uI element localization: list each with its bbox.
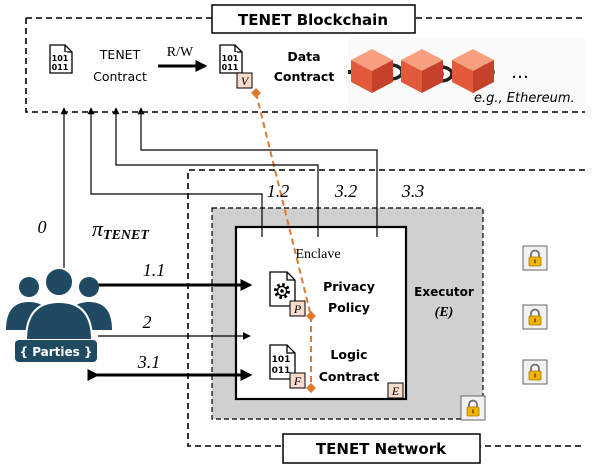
tenet-contract-label-2: Contract (93, 69, 147, 84)
parties-label-box (15, 340, 97, 362)
tenet-contract-label-1: TENET (99, 47, 141, 62)
flow-1-2-line (87, 107, 263, 237)
privacy-policy-badge (289, 300, 306, 317)
step-label-1-2: 1.2 (267, 181, 290, 201)
logic-contract-label-2: Contract (319, 369, 380, 384)
logic-contract-badge (289, 372, 306, 389)
chain-example: e.g., Ethereum. (474, 91, 575, 106)
data-contract-badge (236, 72, 253, 89)
tenet-contract-file-icon: 101 011 (49, 44, 73, 74)
logic-contract-label-1: Logic (330, 347, 367, 362)
data-link-upper (255, 92, 312, 317)
enclave-badge (387, 382, 404, 399)
privacy-policy-file-icon (269, 271, 296, 307)
privacy-policy-label-2: Policy (328, 300, 370, 315)
blockchain-boundary (25, 18, 585, 113)
step-label-3-2: 3.2 (334, 181, 358, 201)
blockchain-title-box (211, 4, 416, 34)
svg-text:011: 011 (272, 366, 291, 376)
chain-ellipsis: … (511, 62, 529, 83)
link-node-icon (251, 88, 316, 393)
executor-symbol: (E) (435, 305, 454, 320)
rw-label: R/W (167, 45, 194, 60)
flow-3-2-line (112, 107, 319, 237)
data-contract-label-2: Contract (274, 69, 335, 84)
lock-icon (522, 245, 548, 271)
parties-label: { Parties } (19, 345, 92, 359)
network-title-box (282, 433, 481, 464)
data-contract-file-icon: 101 011 (219, 44, 243, 74)
step-label-2: 2 (143, 312, 152, 332)
svg-text:101: 101 (272, 355, 291, 365)
enclave-box (234, 225, 408, 401)
logic-contract-badge-text: F (293, 374, 302, 388)
lock-icon (522, 304, 548, 330)
users-icon (6, 267, 112, 341)
gear-icon (274, 283, 290, 299)
step-label-0: 0 (38, 217, 47, 237)
svg-text:101: 101 (222, 54, 239, 63)
privacy-policy-label-1: Privacy (323, 279, 375, 294)
lock-icon (460, 395, 486, 421)
data-contract-label-1: Data (287, 49, 320, 64)
logic-contract-file-icon: 101 011 (269, 344, 296, 380)
svg-text:101: 101 (52, 54, 69, 63)
lock-icon (522, 359, 548, 385)
enclave-badge-text: E (391, 384, 400, 398)
privacy-policy-badge-text: P (293, 302, 302, 316)
svg-text:011: 011 (52, 63, 69, 72)
blockchain-title: TENET Blockchain (238, 11, 388, 29)
enclave-label: Enclave (295, 247, 340, 262)
flow-3-3-line (137, 107, 378, 237)
network-title: TENET Network (316, 440, 447, 458)
step-label-3-1: 3.1 (137, 352, 161, 372)
step-label-1-1: 1.1 (143, 260, 166, 280)
executor-label: Executor (414, 285, 474, 299)
step-label-3-3: 3.3 (401, 181, 425, 201)
svg-text:011: 011 (222, 63, 239, 72)
data-contract-badge-text: V (241, 74, 250, 88)
pi-tenet-label: πTENET (92, 216, 150, 243)
